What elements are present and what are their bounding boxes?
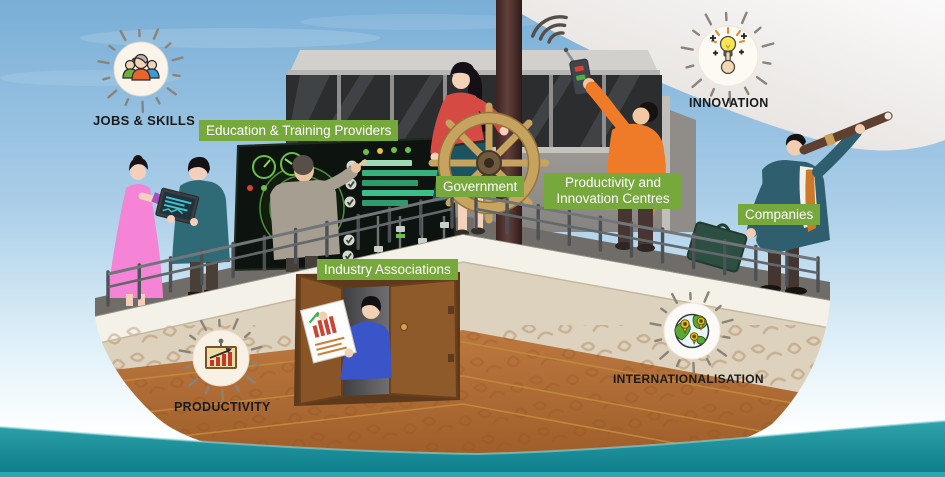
innovation-icon bbox=[680, 11, 775, 105]
productivity-icon bbox=[178, 318, 263, 402]
pillar-label-innovation: INNOVATION bbox=[689, 96, 769, 110]
pillar-label-productivity: PRODUCTIVITY bbox=[174, 400, 271, 414]
pillar-label-jobs-skills: JOBS & SKILLS bbox=[93, 113, 196, 128]
actor-label-industry-associations: Industry Associations bbox=[317, 259, 458, 280]
telescope bbox=[799, 111, 893, 155]
person-doorway bbox=[299, 296, 392, 380]
railing-right bbox=[474, 192, 820, 293]
actor-label-companies: Companies bbox=[738, 204, 821, 225]
sea bbox=[0, 420, 945, 477]
actor-label-government: Government bbox=[436, 176, 525, 197]
report-document bbox=[299, 299, 357, 364]
actor-label-education-training-providers: Education & Training Providers bbox=[199, 120, 399, 141]
wifi-signal-icon bbox=[531, 15, 568, 44]
person-pair-tablet bbox=[107, 155, 230, 306]
railing-left bbox=[106, 192, 454, 307]
briefcase bbox=[686, 221, 748, 273]
person-telescope bbox=[686, 111, 893, 295]
doorway-scene bbox=[294, 272, 460, 406]
person-presenter bbox=[270, 155, 367, 272]
tablet bbox=[155, 187, 200, 225]
helm-wheel bbox=[428, 102, 550, 224]
jobs-skills-icon bbox=[97, 28, 184, 114]
actor-label-productivity-innovation-centres: Productivity and Innovation Centres bbox=[544, 173, 682, 209]
pillar-label-internationalisation: INTERNATIONALISATION bbox=[613, 372, 764, 386]
internationalisation-icon bbox=[649, 291, 734, 375]
